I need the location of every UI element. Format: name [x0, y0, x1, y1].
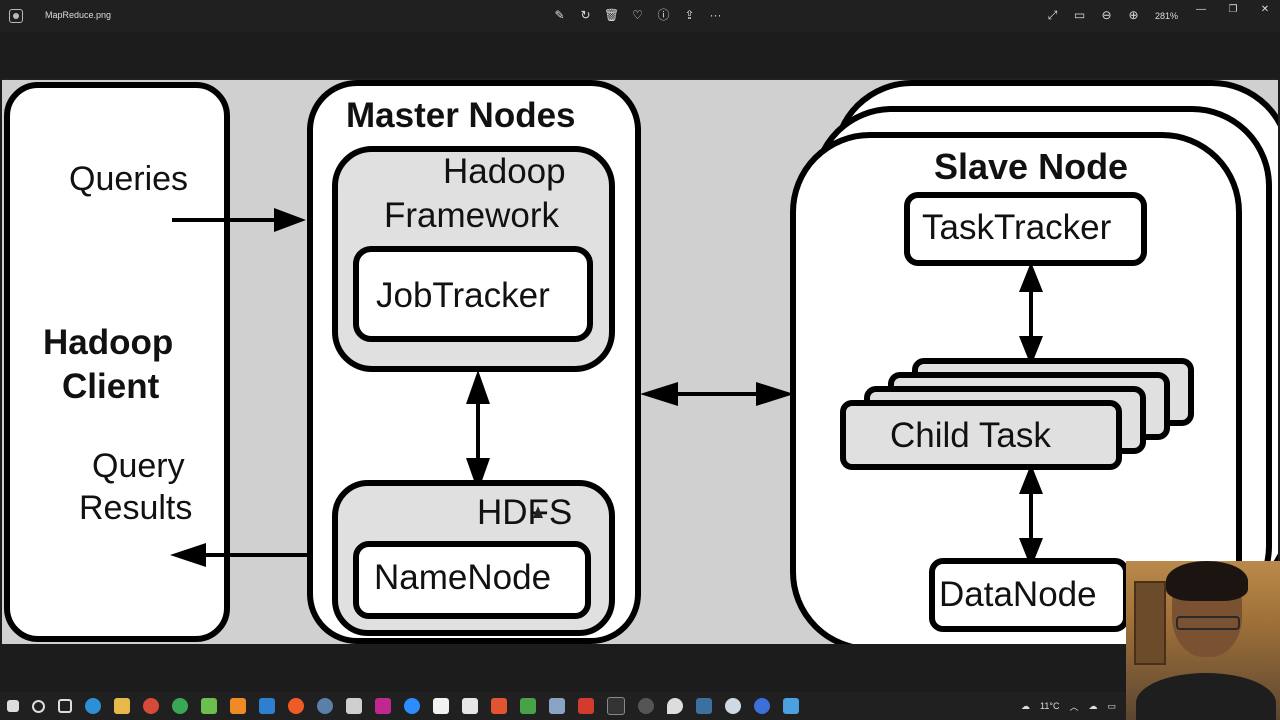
hdfs-label: HDFS	[477, 493, 573, 532]
slave-upper-arrow-up	[1019, 262, 1043, 292]
temperature[interactable]: 11°C	[1040, 701, 1060, 711]
namenode-box	[353, 541, 591, 619]
fit-window-icon[interactable]: ▭	[1073, 8, 1086, 22]
results-arrow-line	[202, 553, 308, 557]
webcam-overlay	[1126, 561, 1280, 720]
file-name: MapReduce.png	[45, 10, 112, 20]
favorite-icon[interactable]: ♡	[632, 8, 643, 22]
slave-title: Slave Node	[934, 146, 1129, 187]
postgres-icon[interactable]	[317, 698, 333, 714]
display-icon[interactable]: ▭	[1107, 700, 1116, 711]
restore-icon[interactable]: ❐	[1228, 4, 1238, 15]
zoom-level[interactable]: 281%	[1155, 10, 1179, 21]
jobtracker-label: JobTracker	[376, 276, 550, 315]
app-white-2-icon[interactable]	[462, 698, 478, 714]
client-title-2: Client	[62, 367, 160, 406]
share-icon[interactable]: ⇪	[684, 8, 695, 22]
datanode-label: DataNode	[939, 575, 1097, 614]
git-icon[interactable]	[491, 698, 507, 714]
image-viewer: Queries Hadoop Client Query Results Mast…	[0, 32, 1280, 687]
zoom-in-icon[interactable]: ⊕	[1128, 8, 1139, 22]
child-task-label: Child Task	[890, 416, 1051, 455]
file-explorer-icon[interactable]	[114, 698, 130, 714]
onedrive-icon[interactable]: ☁	[1088, 700, 1098, 711]
vscode-icon[interactable]	[259, 698, 275, 714]
photos-app-icon	[9, 9, 23, 23]
client-title-1: Hadoop	[43, 323, 174, 362]
window-controls: — ❐ ✕	[1194, 4, 1272, 15]
diagram-image[interactable]: Queries Hadoop Client Query Results Mast…	[2, 78, 1278, 644]
slave-lower-arrow-line	[1029, 488, 1033, 558]
master-slave-arrow-line	[662, 392, 772, 396]
rotate-icon[interactable]: ↻	[580, 8, 591, 22]
start-icon[interactable]	[7, 700, 19, 712]
slave-lower-arrow-up	[1019, 464, 1043, 494]
master-slave-arrow-right	[756, 382, 794, 406]
framework-label-1: Hadoop	[443, 152, 566, 191]
results-label-1: Query	[92, 447, 185, 485]
edit-image-icon[interactable]: ✎	[554, 8, 565, 22]
taskbar: ☁ 11°C ︿ ☁ ▭	[0, 692, 1126, 720]
cloud-app-icon[interactable]	[725, 698, 741, 714]
remote-icon[interactable]	[549, 698, 565, 714]
master-title: Master Nodes	[346, 96, 576, 135]
app-red-icon[interactable]	[143, 698, 159, 714]
edge-browser-icon[interactable]	[85, 698, 101, 714]
view-controls: ⤢ ▭ ⊖ ⊕ 281%	[1045, 8, 1178, 23]
queries-label: Queries	[69, 160, 189, 198]
master-internal-arrow-up	[466, 370, 490, 404]
close-icon[interactable]: ✕	[1260, 4, 1270, 15]
master-slave-arrow-left	[640, 382, 678, 406]
info-icon[interactable]: ⓘ	[657, 8, 670, 22]
vivaldi-icon[interactable]	[578, 698, 594, 714]
system-tray: ☁ 11°C ︿ ☁ ▭	[1021, 692, 1116, 720]
master-internal-arrow-line	[476, 398, 480, 488]
child-task-box	[840, 400, 1122, 470]
presenter-glasses	[1176, 616, 1240, 630]
framework-label-2: Framework	[384, 196, 560, 235]
zoom-out-icon[interactable]: ⊖	[1101, 8, 1112, 22]
slave-upper-arrow-line	[1029, 284, 1033, 354]
terminal-icon[interactable]	[607, 697, 625, 715]
client-panel	[4, 82, 230, 642]
delete-icon[interactable]: 🗑	[604, 8, 620, 22]
app-white-1-icon[interactable]	[433, 698, 449, 714]
queries-arrow-head	[274, 208, 306, 232]
search-icon[interactable]	[32, 699, 45, 713]
presenter-shoulders	[1136, 673, 1276, 720]
monitor-icon[interactable]	[696, 698, 712, 714]
sublime-icon[interactable]	[230, 698, 246, 714]
title-bar: MapReduce.png ✎ ↻ 🗑 ♡ ⓘ ⇪ ··· ⤢ ▭ ⊖ ⊕ 28…	[0, 0, 1280, 32]
minimize-icon[interactable]: —	[1196, 4, 1206, 15]
task-view-icon[interactable]	[58, 699, 72, 713]
results-arrow-head	[170, 543, 206, 567]
datanode-box	[929, 558, 1129, 632]
maps-icon[interactable]	[667, 698, 683, 714]
postman-icon[interactable]	[288, 698, 304, 714]
screen-recorder-icon[interactable]	[638, 698, 654, 714]
zoom-icon[interactable]	[404, 698, 420, 714]
presenter-hair	[1166, 561, 1248, 601]
image-toolbar: ✎ ↻ 🗑 ♡ ⓘ ⇪ ···	[552, 8, 723, 23]
chevron-up-icon[interactable]: ︿	[1069, 701, 1079, 712]
mouse-cursor-icon	[533, 506, 543, 518]
more-icon[interactable]: ···	[709, 8, 722, 22]
notepad-green-icon[interactable]	[201, 698, 217, 714]
queries-arrow-line	[172, 218, 282, 222]
intellij-icon[interactable]	[375, 698, 391, 714]
weather-icon[interactable]: ☁	[1021, 700, 1031, 711]
fullscreen-icon[interactable]: ⤢	[1047, 8, 1058, 22]
namenode-label: NameNode	[374, 558, 552, 597]
tasktracker-label: TaskTracker	[922, 208, 1112, 247]
results-label-2: Results	[79, 489, 193, 527]
mongodb-icon[interactable]	[520, 698, 536, 714]
chrome-icon[interactable]	[172, 698, 188, 714]
bookshelf	[1134, 581, 1166, 665]
brave-icon[interactable]	[754, 698, 770, 714]
photos-taskbar-icon[interactable]	[783, 698, 799, 714]
editor-icon[interactable]	[346, 698, 362, 714]
jobtracker-box	[353, 246, 593, 342]
